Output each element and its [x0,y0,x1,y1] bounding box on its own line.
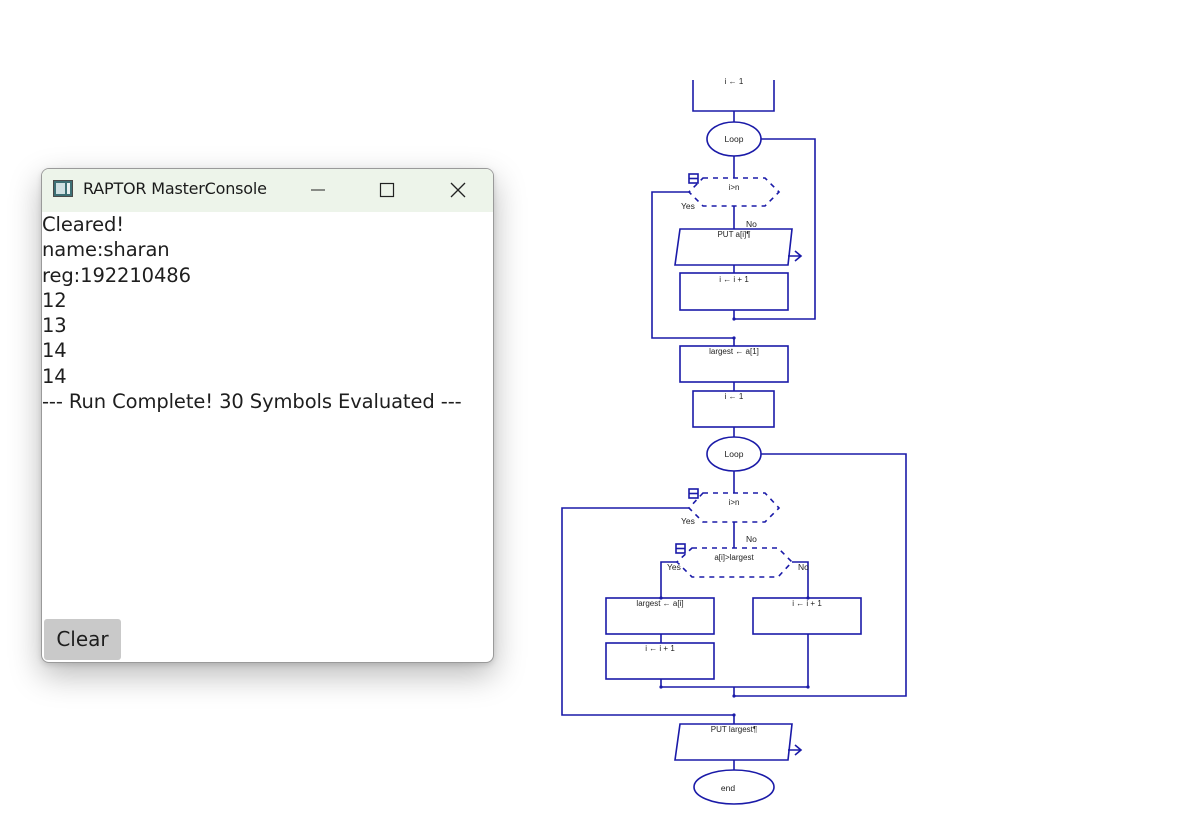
close-icon [450,182,466,198]
inc-left-label: i ← i + 1 [645,644,675,653]
put-a-i-symbol[interactable] [674,228,803,266]
output-line: 14 [42,339,67,363]
no-label-1: No [746,219,757,229]
no-label-2: No [746,534,757,544]
inc-right-label: i ← i + 1 [792,599,822,608]
put-2-label: PUT largest¶ [711,725,757,734]
loop-1-label: Loop [725,134,744,144]
maximize-button[interactable] [364,169,410,212]
assign-largest-ai-label: largest ← a[i] [636,599,683,608]
output-line: 12 [42,288,67,312]
cond-2-label: i>n [729,498,740,507]
yes-label-2: Yes [681,516,695,526]
cond-1-label: i>n [729,183,740,192]
top-assign-label: i ← 1 [725,77,744,86]
assign-i-label: i ← 1 [725,392,744,401]
no-label-3: No [798,562,809,572]
close-button[interactable] [435,169,481,212]
master-console-window[interactable]: RAPTOR MasterConsole Cleared! name:shara… [41,168,494,663]
output-line: 14 [42,364,67,388]
output-line: name:sharan [42,238,170,262]
inc-1-label: i ← i + 1 [719,275,749,284]
minimize-button[interactable] [295,169,341,212]
put-largest-symbol[interactable] [674,723,803,761]
output-line: 13 [42,314,67,338]
minimize-icon [311,189,325,191]
raptor-app-icon [53,180,73,197]
put-1-label: PUT a[i]¶ [717,230,750,239]
yes-label-1: Yes [681,201,695,211]
increment-left-symbol[interactable] [605,642,715,680]
end-label: end [721,783,735,793]
window-title: RAPTOR MasterConsole [83,179,267,198]
cond-3-label: a[i]>largest [714,553,754,562]
maximize-icon [379,182,395,198]
loop-2-label: Loop [725,449,744,459]
yes-label-3: Yes [667,562,681,572]
output-line: reg:192210486 [42,263,191,287]
clear-button[interactable]: Clear [44,619,121,660]
title-bar[interactable]: RAPTOR MasterConsole [42,169,493,212]
end-symbol[interactable] [693,769,775,805]
output-line: Cleared! [42,213,124,236]
console-output[interactable]: Cleared! name:sharan reg:192210486 12 13… [42,212,493,617]
output-line: --- Run Complete! 30 Symbols Evaluated -… [42,390,462,414]
assign-largest-label: largest ← a[1] [709,347,759,356]
